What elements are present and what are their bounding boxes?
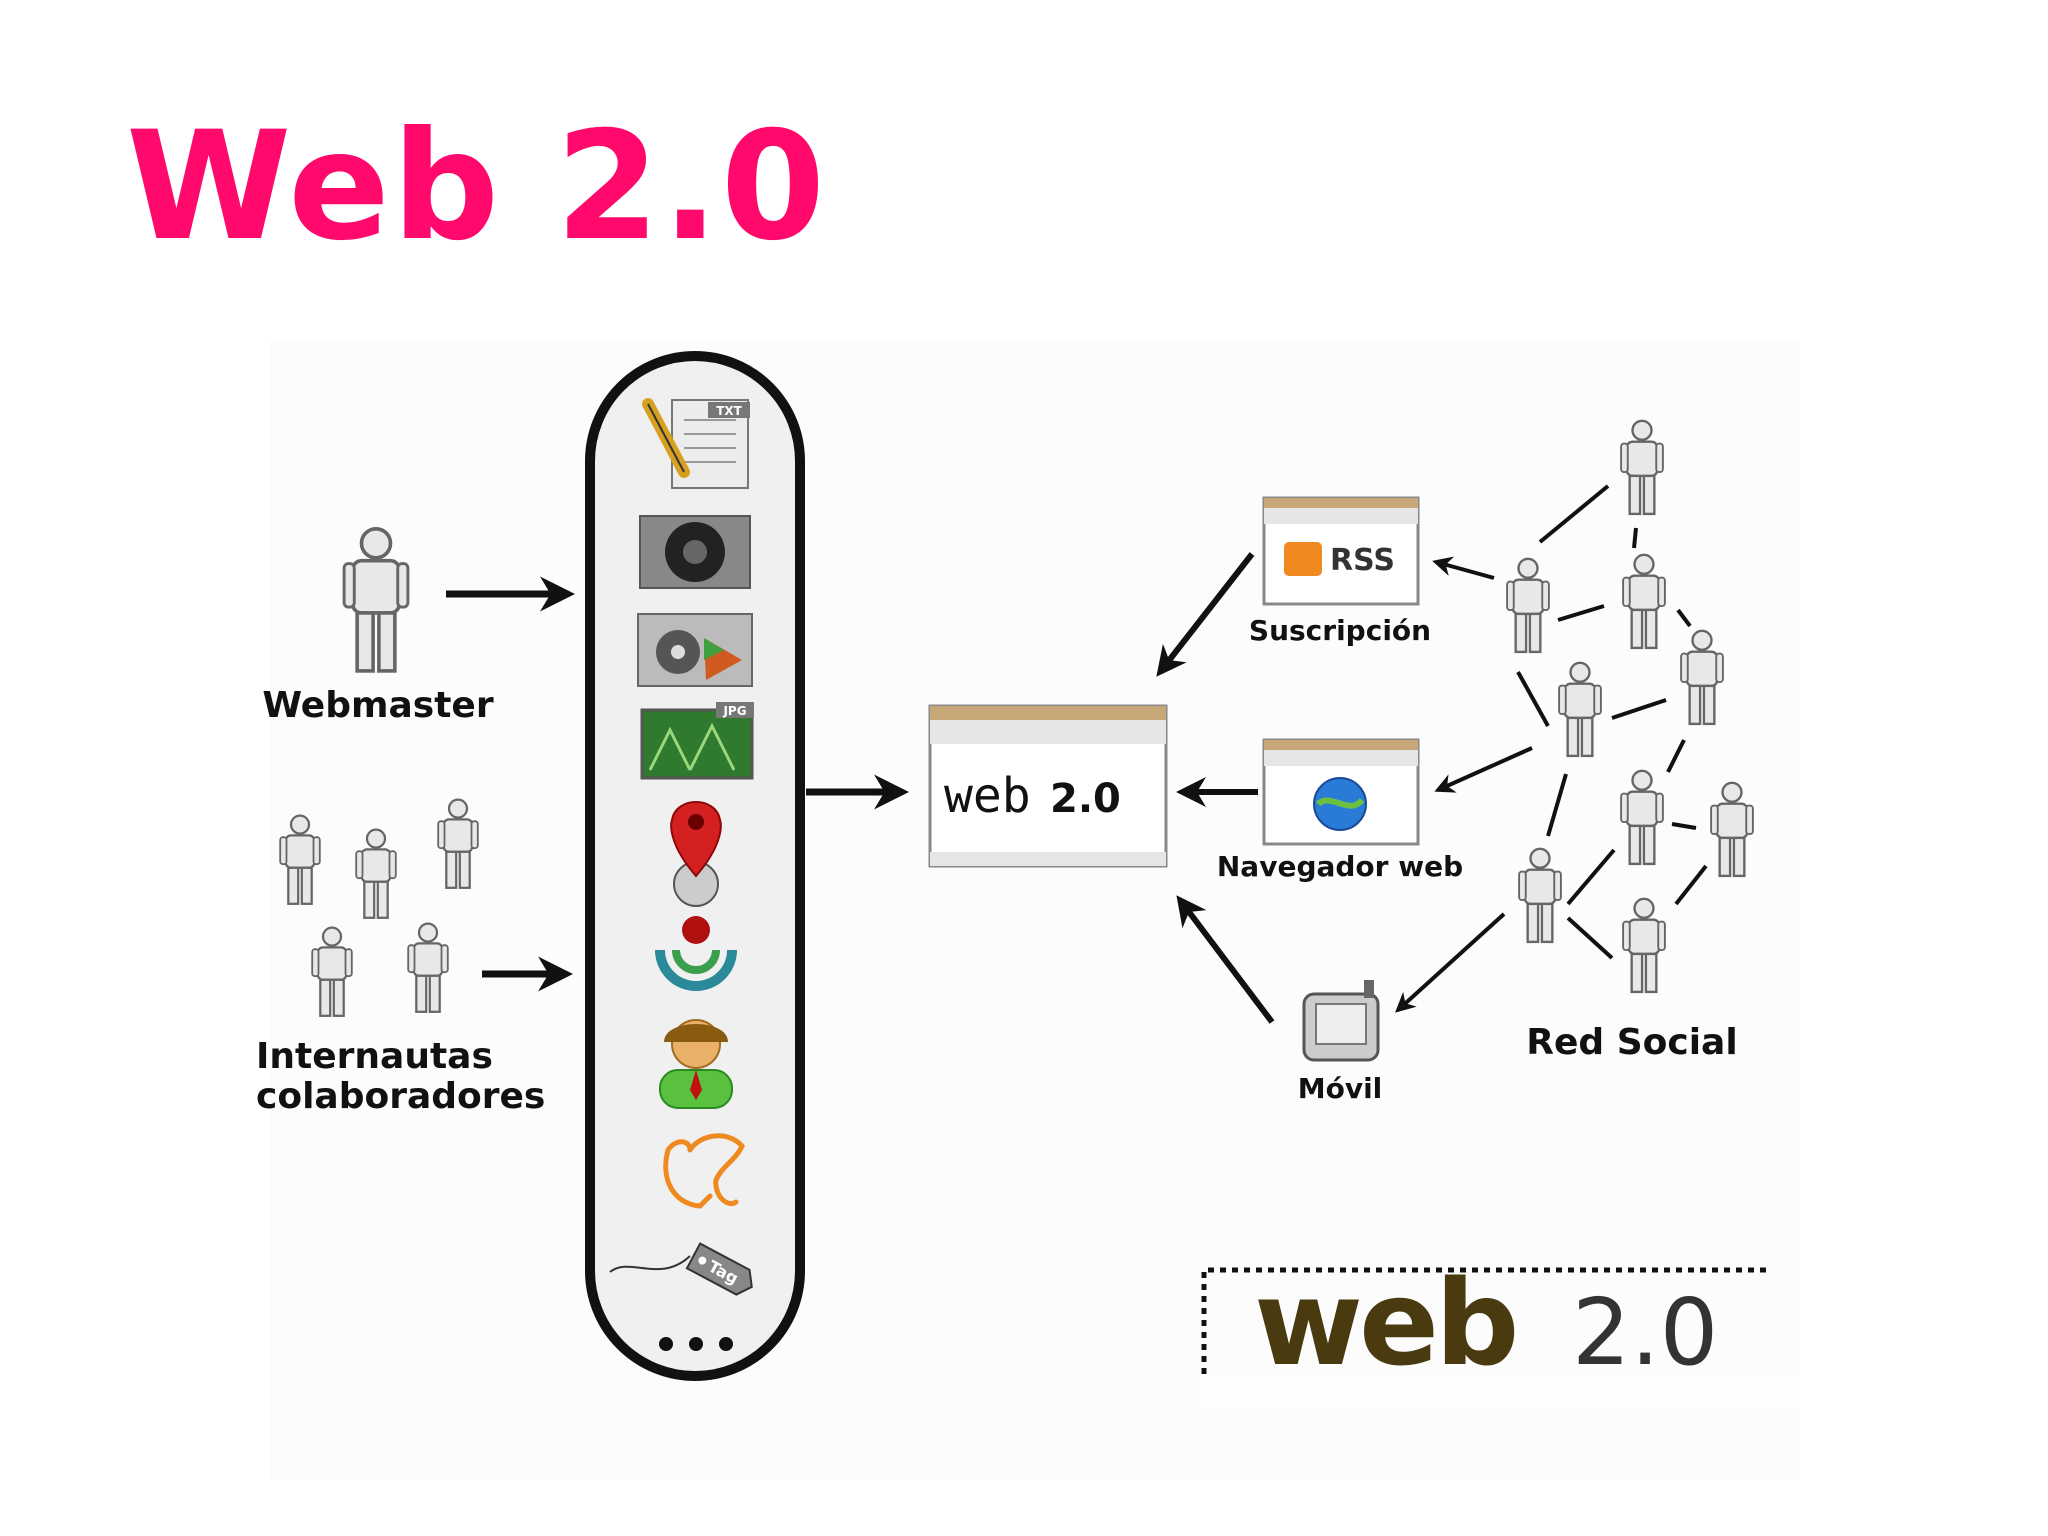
web20-window-version: 2.0 [1050, 776, 1121, 822]
rss-window-label: RSS [1330, 543, 1395, 578]
browser-label: Navegador web [1217, 850, 1463, 883]
network-to-mobile-arrow [1395, 912, 1506, 1013]
web20-window-word: web [944, 768, 1031, 824]
logo-word: web [1254, 1254, 1516, 1392]
user-icon [659, 1019, 733, 1109]
browser-window [1262, 738, 1420, 846]
speaker-icon [639, 515, 751, 589]
rss-to-web20-arrow [1156, 552, 1255, 677]
social-network-links [1516, 484, 1708, 960]
rss-icon [1284, 542, 1322, 576]
web20-browser-window: web 2.0 [928, 704, 1168, 868]
jpg-badge: JPG [722, 704, 746, 718]
social-network-label: Red Social [1526, 1022, 1737, 1063]
video-icon [637, 613, 753, 687]
collaborators-label-line2: colaboradores [256, 1076, 545, 1117]
webmaster-label: Webmaster [262, 685, 493, 726]
tag-icon: Tag [609, 1242, 753, 1296]
more-icon [659, 1337, 733, 1351]
network-to-browser-arrow [1434, 746, 1533, 793]
logo-version: 2.0 [1572, 1279, 1718, 1386]
collaborators-label-line1: Internautas [256, 1036, 493, 1077]
elephant-icon [663, 1133, 745, 1209]
mobile-device-icon [1302, 980, 1380, 1062]
wikimedia-icon [655, 916, 737, 991]
text-document-icon: TXT [642, 398, 750, 489]
rss-window: RSS [1262, 496, 1420, 606]
network-to-rss-arrow [1432, 556, 1495, 580]
slide-title: Web 2.0 [126, 100, 828, 274]
diagram-panel [270, 340, 1800, 1480]
subscription-label: Suscripción [1249, 614, 1431, 647]
image-icon: JPG [640, 702, 754, 780]
map-pin-icon [670, 801, 722, 907]
web20-logo: web 2.0 [1200, 1254, 1800, 1414]
mobile-label: Móvil [1298, 1072, 1383, 1105]
txt-badge: TXT [716, 404, 742, 418]
mobile-to-web20-arrow [1176, 895, 1275, 1024]
